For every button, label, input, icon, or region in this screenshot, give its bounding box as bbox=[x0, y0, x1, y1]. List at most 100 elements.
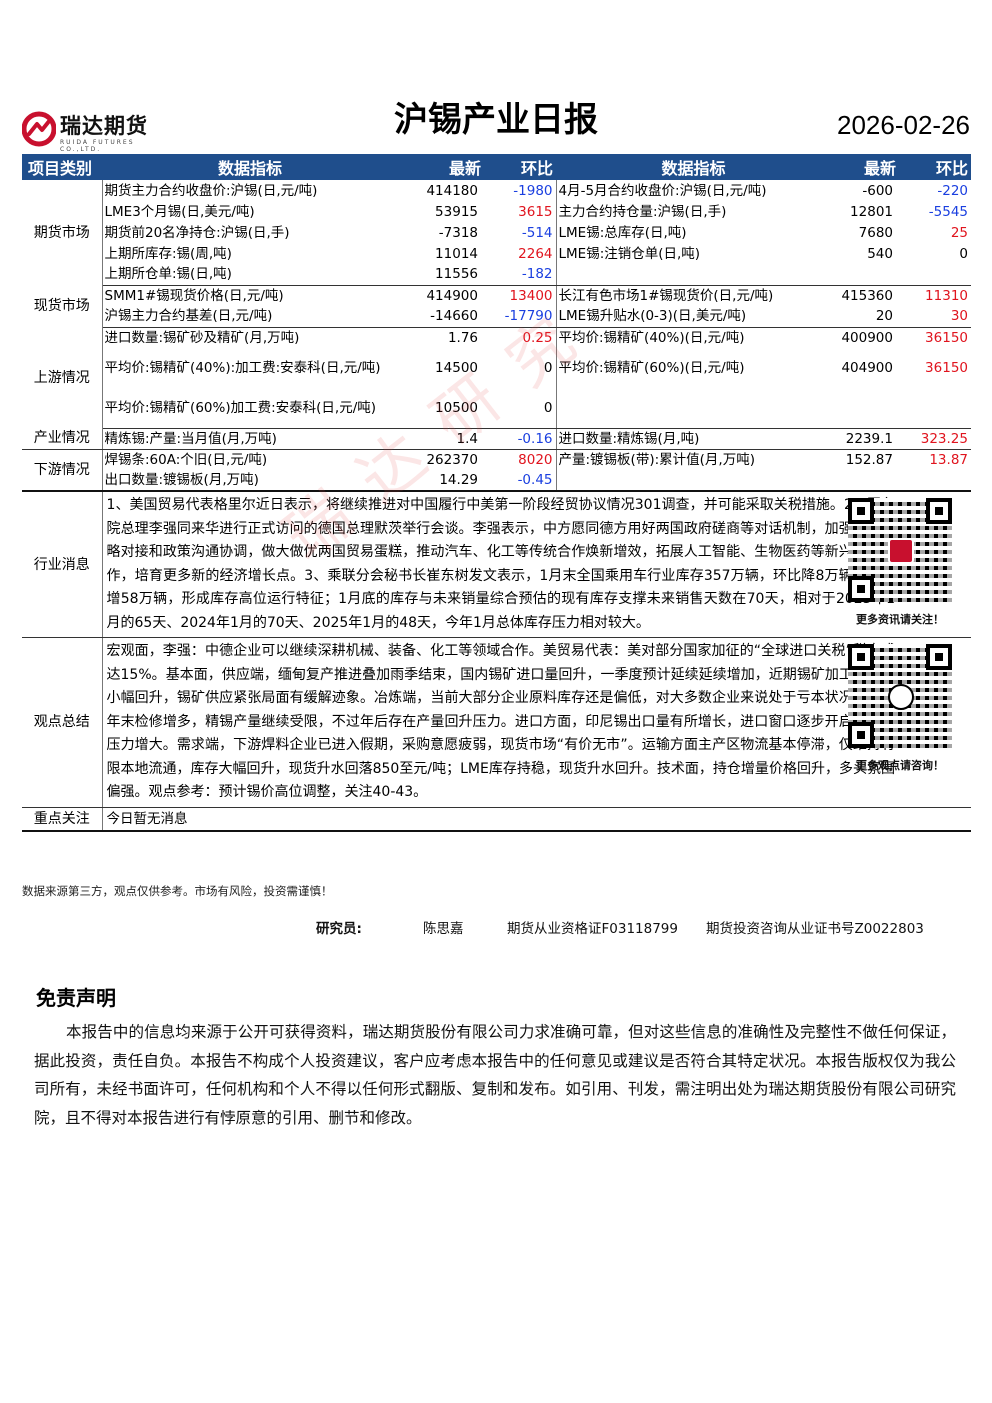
col-category: 项目类别 bbox=[22, 154, 102, 180]
indicator-right: 4月-5月合约收盘价:沪锡(日,元/吨) bbox=[558, 182, 767, 199]
latest-right bbox=[831, 264, 899, 286]
change-left: -1980 bbox=[484, 180, 557, 201]
indicator-left: 上期所仓单:锡(日,吨) bbox=[102, 264, 398, 286]
qualification-cert: 期货从业资格证F03118799 bbox=[507, 921, 678, 937]
indicator-left: 平均价:锡精矿(60%)加工费:安泰科(日,元/吨) bbox=[102, 388, 398, 429]
change-left: -0.16 bbox=[484, 428, 557, 450]
change-right bbox=[899, 470, 971, 492]
consulting-cert: 期货投资咨询从业证书号Z0022803 bbox=[706, 921, 924, 937]
change-left: 0 bbox=[484, 348, 557, 388]
indicator-left: 平均价:锡精矿(40%):加工费:安泰科(日,元/吨) bbox=[104, 360, 381, 376]
ruida-logo-icon bbox=[22, 111, 56, 147]
latest-left: 11014 bbox=[435, 245, 478, 262]
latest-right: 2239.1 bbox=[831, 428, 899, 450]
section-category: 上游情况 bbox=[22, 327, 103, 428]
table-header: 项目类别 数据指标 最新 环比 数据指标 最新 环比 bbox=[22, 154, 971, 180]
view-row: 观点总结 宏观面，李强：中德企业可以继续深耕机械、装备、化工等领域合作。美贸易代… bbox=[22, 637, 971, 808]
qr-caption-news: 更多资讯请关注！ bbox=[856, 613, 944, 626]
latest-right: -600 bbox=[862, 182, 893, 199]
change-left: 8020 bbox=[484, 449, 557, 470]
company-name: 瑞达期货 bbox=[60, 114, 148, 138]
table-row: 出口数量:镀锡板(月,万吨)14.29-0.45 bbox=[22, 470, 971, 492]
wechat-qr-code-icon bbox=[848, 644, 952, 748]
change-left: 2264 bbox=[484, 243, 557, 264]
indicator-right: LME锡升贴水(0-3)(日,美元/吨) bbox=[556, 306, 831, 328]
latest-left: 14.29 bbox=[398, 470, 484, 492]
indicator-left: SMM1#锡现货价格(日,元/吨) bbox=[104, 287, 284, 304]
change-right bbox=[899, 388, 971, 429]
change-left: -514 bbox=[484, 222, 557, 243]
change-right: 323.25 bbox=[899, 428, 971, 450]
section-category: 下游情况 bbox=[22, 449, 103, 491]
latest-right: 7680 bbox=[858, 224, 893, 241]
latest-left: -7318 bbox=[438, 224, 478, 241]
researcher-name: 陈思嘉 bbox=[423, 921, 464, 937]
indicator-right bbox=[556, 388, 831, 429]
col-indicator-left: 数据指标 bbox=[102, 154, 398, 180]
latest-right: 540 bbox=[867, 245, 893, 262]
news-cell: 1、美国贸易代表格里尔近日表示，将继续推进对中国履行中美第一阶段经贸协议情况30… bbox=[102, 491, 899, 638]
latest-right bbox=[831, 470, 899, 492]
change-right: 36150 bbox=[925, 329, 968, 346]
news-text: 1、美国贸易代表格里尔近日表示，将继续推进对中国履行中美第一阶段经贸协议情况30… bbox=[106, 497, 896, 631]
latest-left: 1.76 bbox=[447, 329, 478, 346]
latest-left: 414900 bbox=[426, 287, 478, 304]
indicator-left: 进口数量:锡矿砂及精矿(月,万吨) bbox=[104, 329, 300, 346]
indicator-left: 沪锡主力合约基差(日,元/吨) bbox=[102, 306, 398, 328]
change-right: 13.87 bbox=[929, 451, 968, 468]
latest-left: 11556 bbox=[398, 264, 484, 286]
indicator-right: 进口数量:精炼锡(月,吨) bbox=[556, 428, 831, 450]
change-right: -220 bbox=[937, 182, 968, 199]
indicator-left: 期货前20名净持仓:沪锡(日,手) bbox=[104, 224, 290, 241]
change-left: -182 bbox=[484, 264, 557, 286]
latest-left: 414180 bbox=[426, 182, 478, 199]
news-qr-cell: 更多资讯请关注！ bbox=[848, 491, 971, 638]
change-right: -5545 bbox=[928, 203, 968, 220]
source-note: 数据来源第三方，观点仅供参考。市场有风险，投资需谨慎！ bbox=[22, 884, 333, 898]
change-left: -0.45 bbox=[484, 470, 557, 492]
view-category: 观点总结 bbox=[22, 637, 103, 808]
company-logo: 瑞达期货 RUIDA FUTURES CO.,LTD. bbox=[22, 108, 172, 153]
indicator-left: 上期所库存:锡(周,吨) bbox=[104, 245, 232, 262]
indicator-left: 期货主力合约收盘价:沪锡(日,元/吨) bbox=[104, 182, 318, 199]
col-change-left: 环比 bbox=[484, 154, 556, 180]
latest-left: -14660 bbox=[398, 306, 484, 328]
view-text: 宏观面，李强：中德企业可以继续深耕机械、装备、化工等领域合作。美贸易代表：美对部… bbox=[106, 643, 896, 800]
report-title: 沪锡产业日报 bbox=[394, 100, 598, 140]
latest-left: 1.4 bbox=[398, 428, 484, 450]
latest-right bbox=[831, 388, 899, 429]
news-row: 行业消息 1、美国贸易代表格里尔近日表示，将继续推进对中国履行中美第一阶段经贸协… bbox=[22, 491, 971, 638]
latest-left: 262370 bbox=[426, 451, 478, 468]
focus-row: 重点关注 今日暂无消息 bbox=[22, 807, 971, 831]
disclaimer-body: 本报告中的信息均来源于公开可获得资料，瑞达期货股份有限公司力求准确可靠，但对这些… bbox=[34, 1023, 956, 1127]
focus-text: 今日暂无消息 bbox=[106, 810, 188, 827]
indicator-right: LME锡:注销仓单(日,吨) bbox=[558, 245, 701, 262]
researcher-label: 研究员: bbox=[316, 921, 362, 937]
change-left: 0 bbox=[484, 388, 557, 429]
focus-category: 重点关注 bbox=[22, 807, 103, 831]
change-right: 36150 bbox=[925, 360, 968, 376]
change-right: 30 bbox=[899, 306, 971, 328]
change-left: 0.25 bbox=[484, 327, 557, 348]
latest-right: 415360 bbox=[841, 287, 893, 304]
indicator-right bbox=[556, 264, 831, 286]
change-right: 25 bbox=[950, 224, 968, 241]
table-row: 上期所仓单:锡(日,吨)11556-182 bbox=[22, 264, 971, 286]
data-table: 项目类别 数据指标 最新 环比 数据指标 最新 环比 期货市场期货主力合约收盘价… bbox=[22, 154, 971, 832]
section-category: 期货市场 bbox=[22, 180, 103, 285]
indicator-left: 出口数量:镀锡板(月,万吨) bbox=[102, 470, 398, 492]
company-name-en: RUIDA FUTURES CO.,LTD. bbox=[60, 139, 135, 153]
change-left: -17790 bbox=[484, 306, 557, 328]
change-left: 13400 bbox=[484, 285, 557, 306]
latest-right: 152.87 bbox=[845, 451, 893, 468]
col-indicator-right: 数据指标 bbox=[556, 154, 831, 180]
